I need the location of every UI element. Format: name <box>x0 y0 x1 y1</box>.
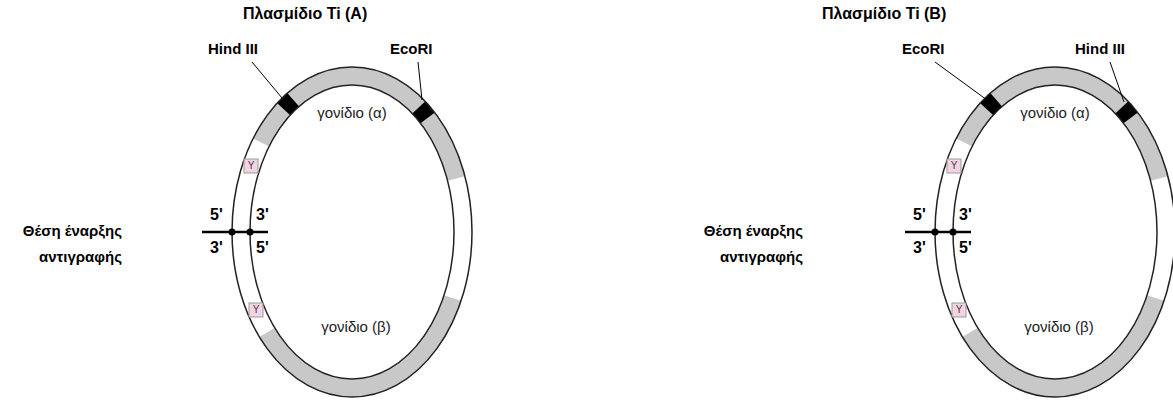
leader-line <box>418 62 422 100</box>
gene-label: γονίδιο (β) <box>1024 318 1094 336</box>
enzyme-label: Hind III <box>1075 40 1125 58</box>
enzyme-label: Hind III <box>208 40 258 58</box>
strand-end: 5' <box>210 205 223 224</box>
strand-end: 5' <box>256 238 269 257</box>
strand-end: 3' <box>256 205 269 224</box>
marker-label: Y <box>245 160 257 172</box>
marker-label: Y <box>250 304 262 316</box>
leader-line <box>935 62 987 100</box>
strand-end: 3' <box>959 205 972 224</box>
plasmid-title: Πλασμίδιο Ti (B) <box>822 4 946 23</box>
gene-label: γονίδιο (β) <box>321 318 391 336</box>
gene-label: γονίδιο (α) <box>1020 104 1090 122</box>
strand-end: 5' <box>959 238 972 257</box>
plasmid-a <box>202 67 472 397</box>
origin-label: Θέση έναρξης αντιγραφής <box>685 218 803 270</box>
strand-end: 3' <box>913 238 926 257</box>
gene-label: γονίδιο (α) <box>317 104 387 122</box>
strand-end: 3' <box>210 238 223 257</box>
enzyme-label: EcoRI <box>902 40 945 58</box>
plasmid-title: Πλασμίδιο Ti (A) <box>243 4 367 23</box>
leader-line <box>252 62 282 98</box>
marker-label: Y <box>948 160 960 172</box>
strand-end: 5' <box>913 205 926 224</box>
enzyme-label: EcoRI <box>390 40 433 58</box>
marker-label: Y <box>953 304 965 316</box>
leader-line <box>1110 62 1124 102</box>
plasmid-b <box>905 67 1173 397</box>
origin-label: Θέση έναρξης αντιγραφής <box>4 218 122 270</box>
